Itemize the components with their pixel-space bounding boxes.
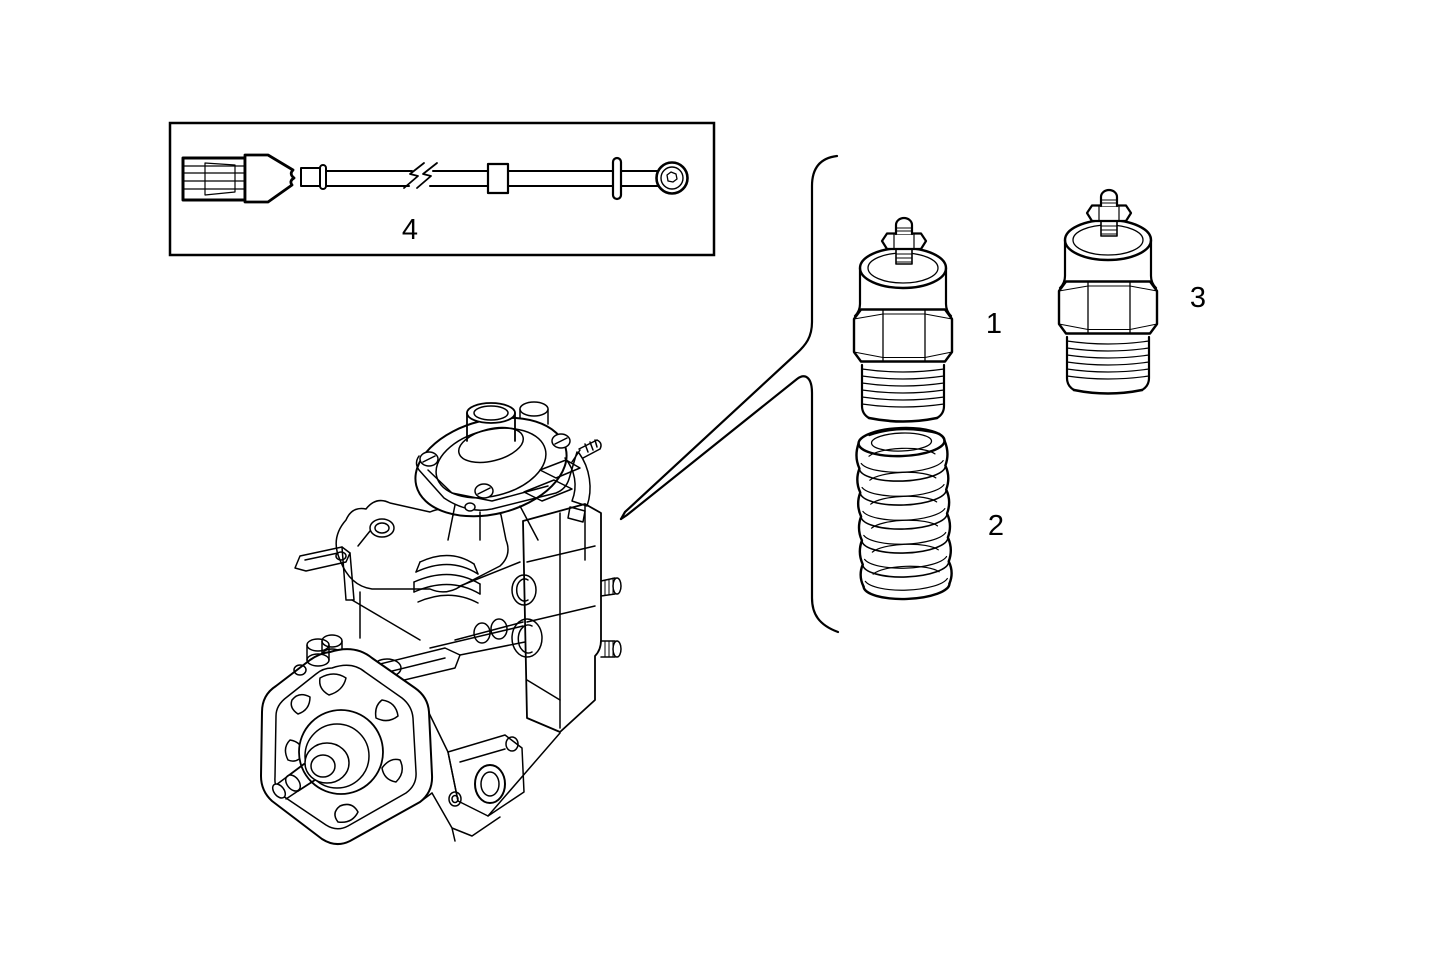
part-1-label: 1 — [986, 308, 1002, 340]
callout-brace — [619, 154, 840, 634]
part-2-spring-drawing — [855, 426, 953, 601]
part-3-valve-drawing — [1057, 188, 1159, 395]
part-3-label: 3 — [1190, 282, 1206, 314]
part-2-label: 2 — [988, 510, 1004, 542]
part-4-label: 4 — [402, 214, 418, 246]
cable-assembly-drawing — [181, 153, 689, 204]
cable-assembly-frame — [168, 121, 716, 257]
injection-pump-drawing — [260, 401, 622, 845]
part-1-valve-drawing — [852, 216, 954, 423]
